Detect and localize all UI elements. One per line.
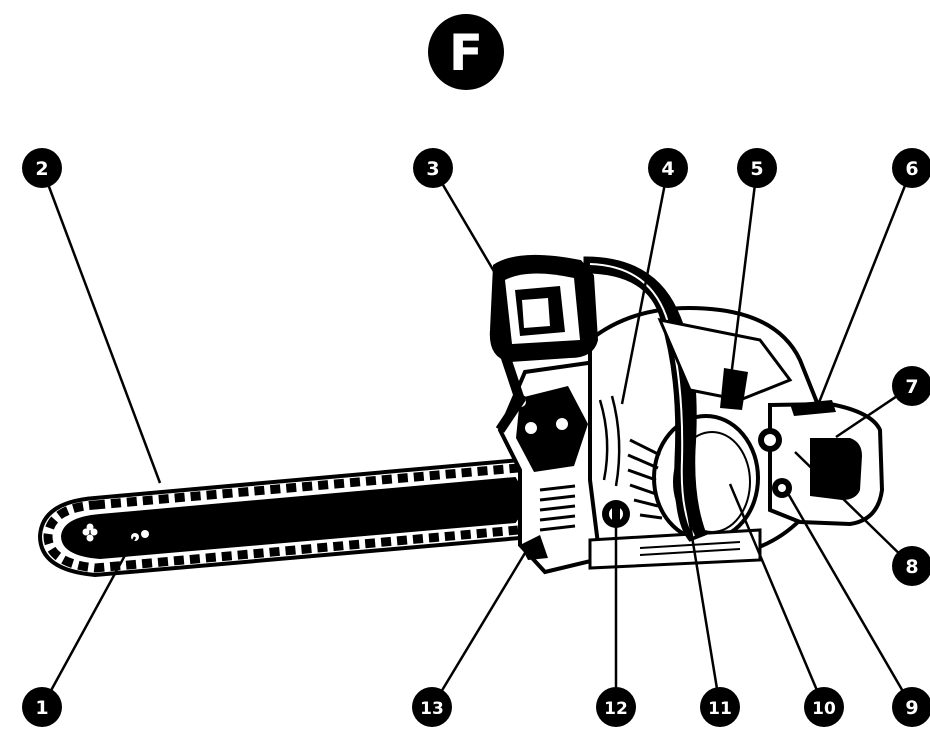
callout-badge-9: 9	[892, 687, 930, 727]
callout-badge-6: 6	[892, 148, 930, 188]
leader-line-2	[40, 167, 162, 484]
sprocket-cover	[497, 359, 615, 575]
svg-text:1: 1	[35, 697, 48, 719]
callout-badge-5: 5	[737, 148, 777, 188]
callout-badge-4: 4	[648, 148, 688, 188]
svg-text:5: 5	[750, 158, 763, 180]
callout-badge-11: 11	[700, 687, 740, 727]
svg-text:3: 3	[426, 158, 439, 180]
leader-line-4	[620, 167, 670, 405]
svg-text:12: 12	[604, 699, 628, 719]
callout-badge-2: 2	[22, 148, 62, 188]
leader-line-5	[728, 167, 759, 386]
leader-line-10	[728, 483, 826, 708]
leader-line-6	[816, 167, 914, 406]
callout-badge-12: 12	[596, 687, 636, 727]
leader-line-3	[431, 167, 507, 291]
svg-text:11: 11	[708, 699, 732, 719]
leader-line-1	[40, 536, 137, 708]
svg-text:13: 13	[420, 699, 444, 719]
svg-text:8: 8	[905, 556, 918, 578]
callout-badge-13: 13	[412, 687, 452, 727]
top-cover	[657, 317, 793, 410]
chainsaw-illustration	[37, 254, 885, 578]
leader-line-8	[794, 451, 913, 567]
leader-line-9	[784, 489, 914, 708]
svg-text:7: 7	[905, 376, 918, 398]
callout-badge-3: 3	[413, 148, 453, 188]
callout-badge-1: 1	[22, 687, 62, 727]
front-hand-guard	[489, 254, 599, 433]
svg-text:10: 10	[812, 699, 836, 719]
figure-letter: F	[449, 24, 483, 82]
svg-text:6: 6	[905, 158, 918, 180]
callout-badge-7: 7	[892, 366, 930, 406]
leader-line-13	[430, 547, 530, 708]
rear-handle	[758, 400, 885, 527]
svg-text:4: 4	[661, 158, 674, 180]
leader-lines	[40, 167, 914, 708]
guide-bar	[37, 457, 540, 578]
svg-text:2: 2	[35, 158, 48, 180]
callout-badge-8: 8	[892, 546, 930, 586]
svg-text:9: 9	[905, 697, 918, 719]
callout-badges: 1 2 3 4 5 6 7 8 9 10 11 12 13	[22, 148, 930, 727]
leader-line-11	[684, 499, 722, 708]
figure-letter-badge: F	[428, 14, 504, 90]
callout-badge-10: 10	[804, 687, 844, 727]
